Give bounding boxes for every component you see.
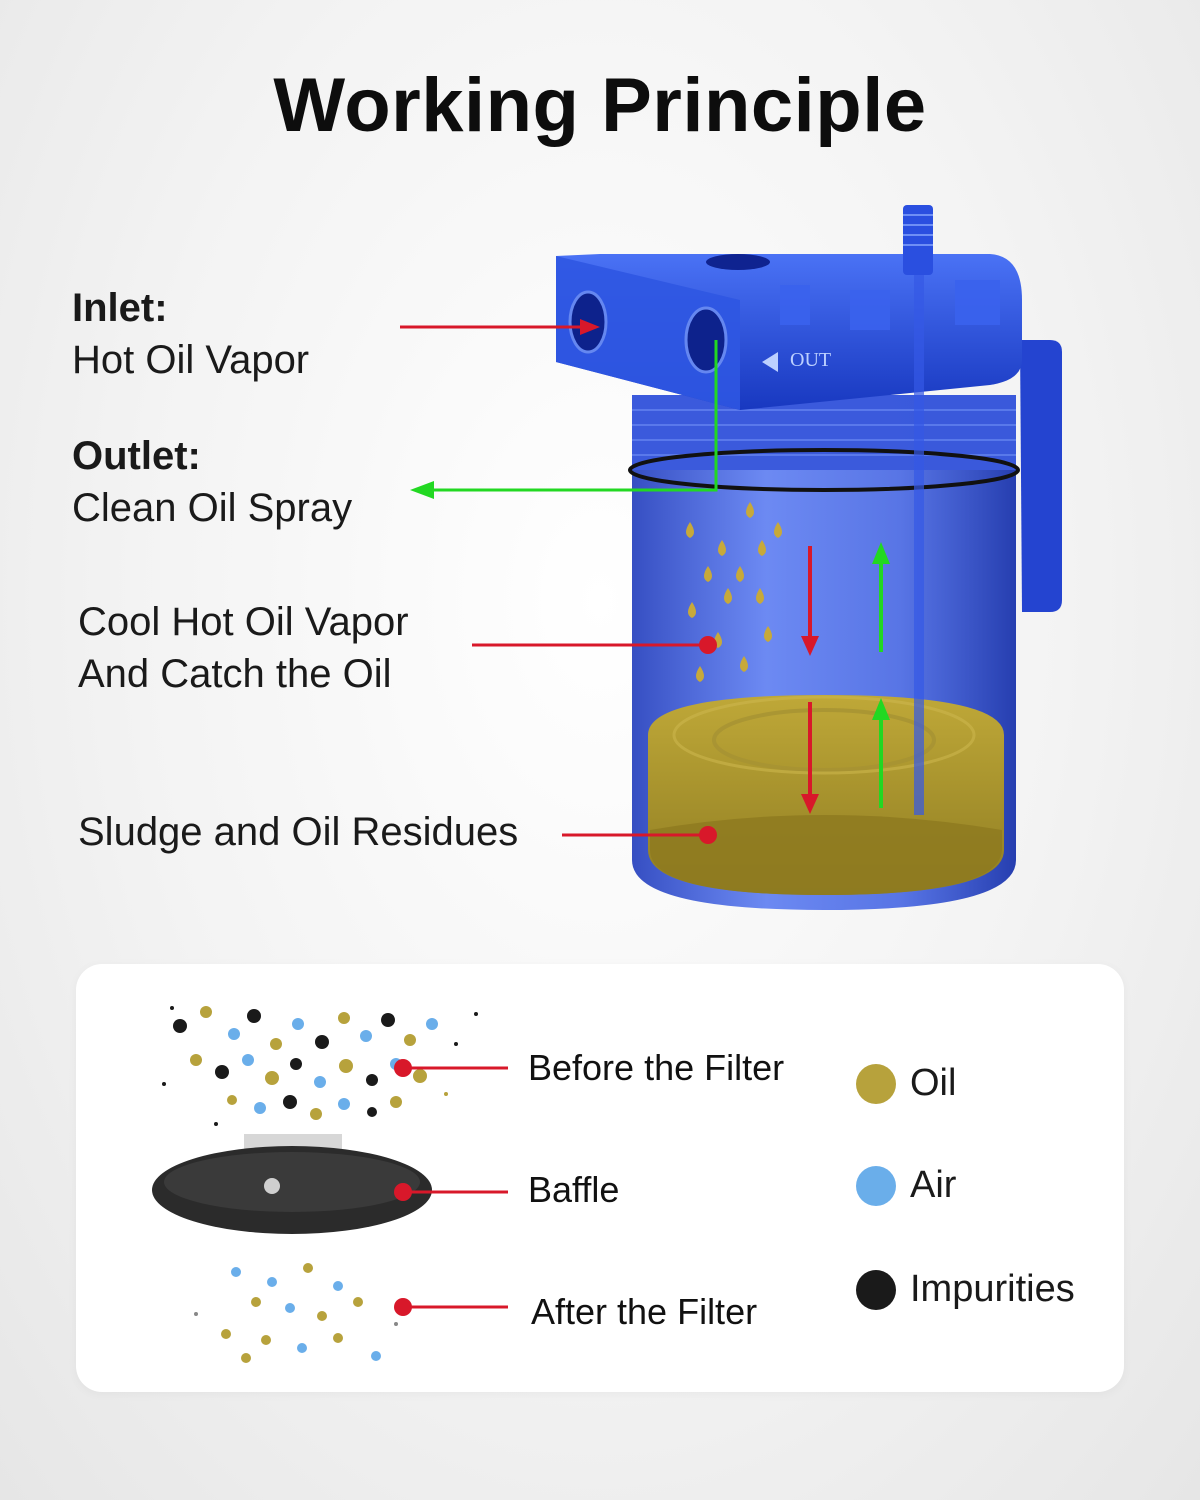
sludge-callout — [562, 826, 717, 844]
legend-oil-label: Oil — [910, 1062, 957, 1104]
outlet-heading: Outlet: — [72, 434, 201, 478]
out-marking: OUT — [790, 349, 831, 371]
dipstick-rod — [914, 275, 924, 815]
after-filter-label: After the Filter — [531, 1291, 758, 1332]
before-callout — [394, 1059, 508, 1077]
after-callout — [394, 1298, 508, 1316]
cool-callout — [472, 636, 717, 654]
o-ring — [628, 448, 1020, 492]
cool-line2: And Catch the Oil — [78, 652, 392, 696]
oil-droplets — [686, 502, 782, 682]
cool-line1: Cool Hot Oil Vapor — [78, 600, 409, 644]
inlet-port — [568, 290, 608, 354]
before-filter-label: Before the Filter — [528, 1047, 785, 1088]
sludge-label: Sludge and Oil Residues — [78, 806, 518, 858]
dipstick-knob — [903, 205, 933, 275]
mount-bracket — [1020, 340, 1062, 612]
baffle-callout — [394, 1183, 508, 1201]
cool-label: Cool Hot Oil Vapor And Catch the Oil — [78, 596, 409, 700]
impurities-dot-icon — [856, 1269, 896, 1310]
inlet-text: Hot Oil Vapor — [72, 338, 310, 382]
legend-air: Air — [856, 1164, 956, 1207]
inlet-label: Inlet: Hot Oil Vapor — [72, 282, 309, 386]
legend-impurities: Impurities — [856, 1268, 1075, 1311]
page-title: Working Principle — [273, 63, 927, 148]
upflow-arrow-upper — [872, 542, 890, 652]
out-arrow-icon — [762, 352, 778, 372]
oil-dot-icon — [856, 1063, 896, 1104]
legend-air-label: Air — [910, 1164, 957, 1206]
outlet-label: Outlet: Clean Oil Spray — [72, 430, 352, 534]
lid-port — [706, 254, 770, 270]
thread-section — [632, 395, 1016, 470]
filter-illustration — [152, 1006, 508, 1363]
catch-can-illustration: OUT — [400, 205, 1062, 910]
outlet-callout — [410, 340, 718, 499]
inlet-callout — [400, 319, 600, 335]
filter-card: Before the Filter Baffle After the Filte… — [76, 964, 1124, 1392]
air-dot-icon — [856, 1165, 896, 1206]
after-particles — [194, 1263, 398, 1363]
legend-oil: Oil — [856, 1062, 956, 1105]
outlet-port — [684, 306, 728, 374]
before-particles — [162, 1006, 478, 1126]
upflow-arrow-lower — [872, 698, 890, 808]
outlet-text: Clean Oil Spray — [72, 486, 353, 530]
legend-impurities-label: Impurities — [910, 1268, 1075, 1310]
sludge-text: Sludge and Oil Residues — [78, 810, 519, 854]
baffle-label: Baffle — [528, 1169, 620, 1210]
inlet-heading: Inlet: — [72, 286, 168, 330]
downflow-arrow-lower — [801, 702, 819, 814]
downflow-arrow-upper — [801, 546, 819, 656]
